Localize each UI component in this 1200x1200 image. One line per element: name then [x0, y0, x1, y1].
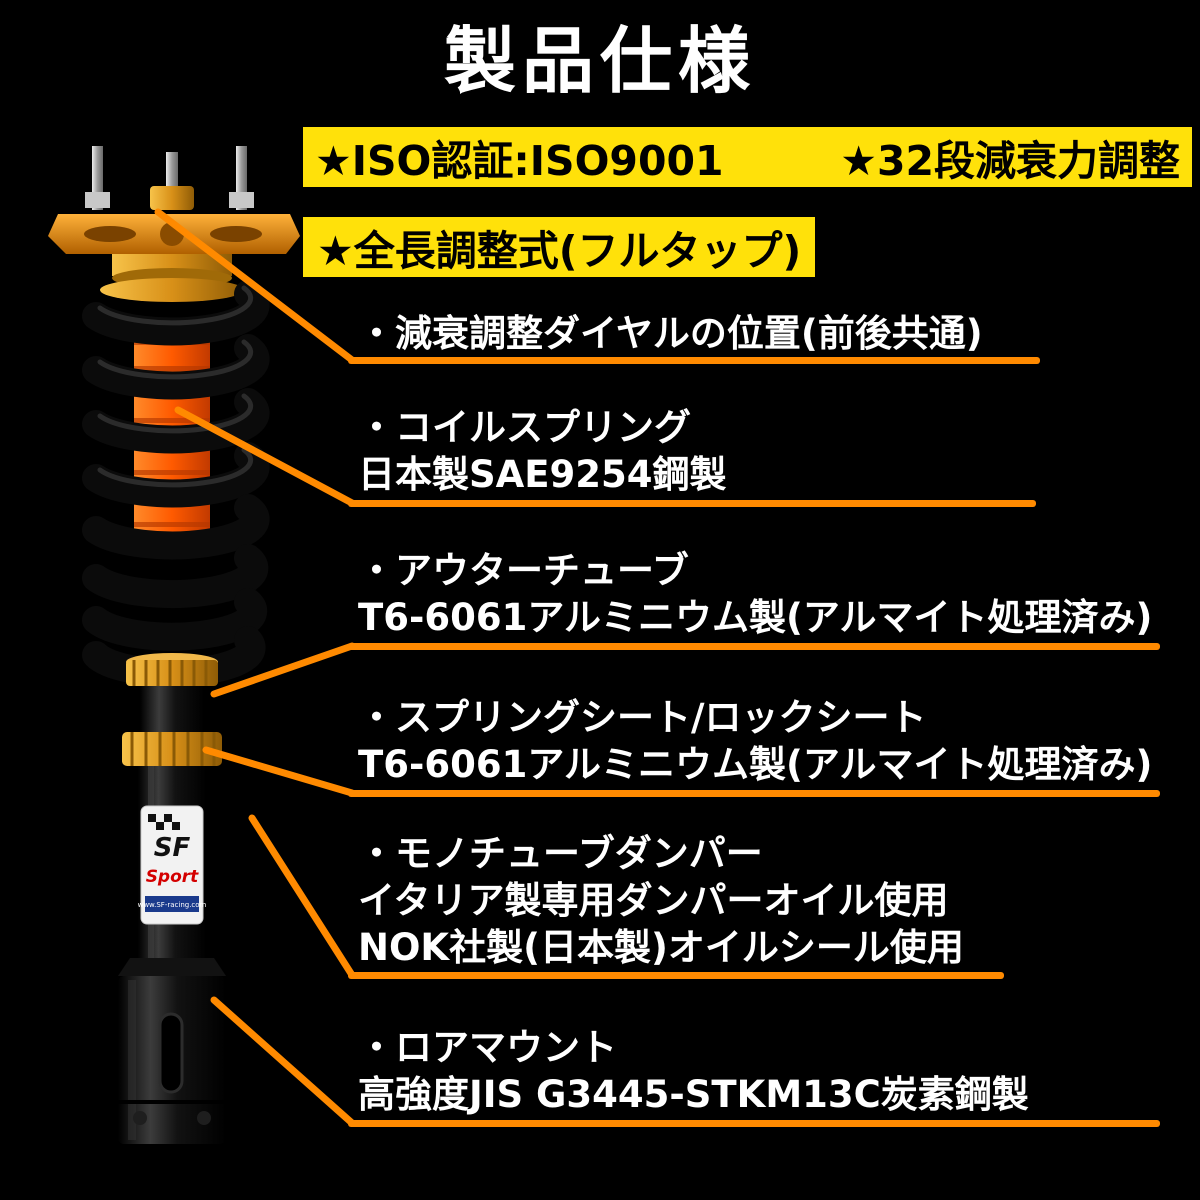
callout-outer-tube: ・アウターチューブ T6-6061アルミニウム製(アルマイト処理済み) — [358, 547, 1152, 641]
brand-sticker: SF Sport www.SF-racing.com — [138, 805, 207, 925]
sticker-brand-text: SF — [154, 833, 191, 863]
fulltap-badge: ★全長調整式(フルタップ) — [317, 227, 802, 275]
leader-line-coil-spring — [174, 406, 356, 507]
spec-badge-row1: ★ISO認証:ISO9001 ★32段減衰力調整 — [303, 127, 1192, 187]
callout-line: 高強度JIS G3445-STKM13C炭素鋼製 — [358, 1073, 1029, 1116]
callout-underline-outer-tube — [348, 643, 1160, 650]
callout-monotube-damper: ・モノチューブダンパー イタリア製専用ダンパーオイル使用 NOK社製(日本製)オ… — [358, 830, 964, 971]
page-title: 製品仕様 — [443, 19, 756, 103]
callout-line: ・コイルスプリング — [358, 406, 691, 449]
callout-line: ・スプリングシート/ロックシート — [358, 696, 927, 739]
callout-underline-monotube-damper — [348, 972, 1004, 979]
callout-line: 日本製SAE9254鋼製 — [358, 453, 727, 496]
callout-lower-mount: ・ロアマウント 高強度JIS G3445-STKM13C炭素鋼製 — [358, 1024, 1029, 1118]
leader-line-outer-tube — [210, 642, 356, 698]
callout-line: ・減衰調整ダイヤルの位置(前後共通) — [358, 312, 983, 355]
leader-line-spring-seat — [202, 746, 356, 797]
callout-line: T6-6061アルミニウム製(アルマイト処理済み) — [358, 596, 1153, 639]
callout-spring-seat: ・スプリングシート/ロックシート T6-6061アルミニウム製(アルマイト処理済… — [358, 694, 1152, 788]
callout-underline-spring-seat — [348, 790, 1160, 797]
callout-underline-lower-mount — [348, 1120, 1160, 1127]
top-mount-studs — [85, 146, 254, 210]
leader-line-monotube — [248, 814, 356, 979]
callout-line: イタリア製専用ダンパーオイル使用 — [358, 879, 949, 922]
callout-line: ・ロアマウント — [358, 1026, 617, 1069]
spring-seat-collars — [122, 653, 222, 766]
callout-underline-damping-dial — [348, 357, 1040, 364]
callout-underline-coil-spring — [348, 500, 1036, 507]
callout-line: NOK社製(日本製)オイルシール使用 — [358, 926, 964, 969]
callout-line: T6-6061アルミニウム製(アルマイト処理済み) — [358, 743, 1153, 786]
sticker-website-text: www.SF-racing.com — [138, 901, 207, 909]
leader-line-damping-dial — [154, 208, 356, 364]
lower-mount-graphic — [118, 958, 226, 1144]
leader-line-lower-mount — [210, 996, 356, 1127]
callout-line: ・アウターチューブ — [358, 549, 689, 592]
callout-line: ・モノチューブダンパー — [358, 832, 763, 875]
damping-adjust-badge: ★32段減衰力調整 — [840, 137, 1180, 185]
callout-damping-dial: ・減衰調整ダイヤルの位置(前後共通) — [358, 310, 983, 357]
coil-spring-sheen — [97, 285, 254, 488]
iso-cert-badge: ★ISO認証:ISO9001 — [315, 137, 724, 185]
sticker-series-text: Sport — [146, 867, 199, 887]
top-mount-plate — [48, 214, 300, 302]
callout-coil-spring: ・コイルスプリング 日本製SAE9254鋼製 — [358, 404, 727, 498]
spec-badge-row2: ★全長調整式(フルタップ) — [303, 217, 816, 277]
